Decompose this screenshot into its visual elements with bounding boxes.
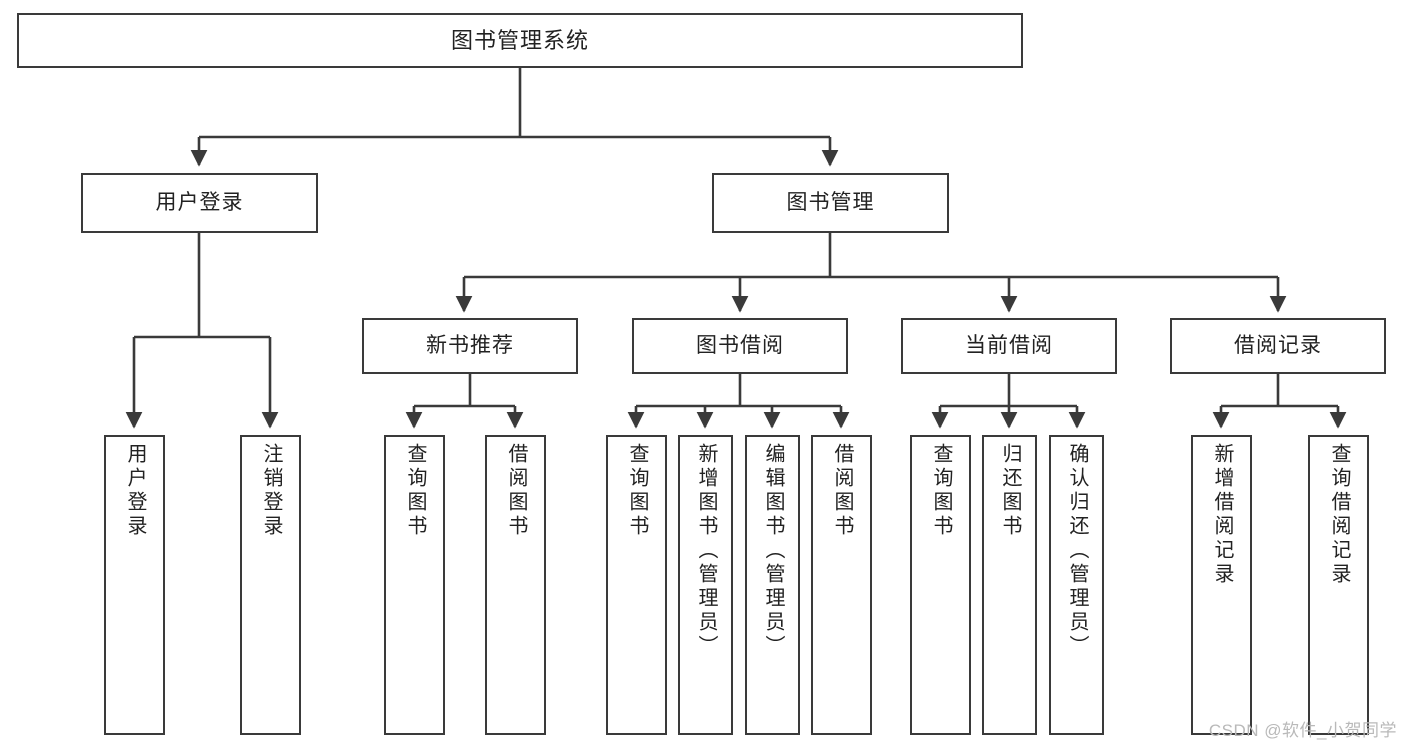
node-label: 当前借阅: [965, 333, 1053, 357]
node-label: 查询借阅记录: [1328, 443, 1350, 587]
node-label: 借阅记录: [1234, 333, 1322, 357]
node-current-borrowing[interactable]: 当前借阅: [901, 318, 1117, 374]
node-label: 借阅图书: [831, 443, 853, 539]
leaf-return-book[interactable]: 归还图书: [982, 435, 1037, 735]
node-label: 编辑图书（管理员）: [762, 443, 784, 659]
leaf-add-borrowing-record[interactable]: 新增借阅记录: [1191, 435, 1252, 735]
leaf-query-book-recommendation[interactable]: 查询图书: [384, 435, 445, 735]
node-root-book-management-system[interactable]: 图书管理系统: [17, 13, 1023, 68]
node-label: 新增图书（管理员）: [695, 443, 717, 659]
node-label: 查询图书: [404, 443, 426, 539]
node-label: 图书借阅: [696, 333, 784, 357]
csdn-watermark: CSDN @软件_小贺同学: [1208, 721, 1397, 740]
node-label: 查询图书: [626, 443, 648, 539]
leaf-add-book-admin[interactable]: 新增图书（管理员）: [678, 435, 733, 735]
leaf-borrow-book-recommendation[interactable]: 借阅图书: [485, 435, 546, 735]
leaf-user-login[interactable]: 用户登录: [104, 435, 165, 735]
leaf-edit-book-admin[interactable]: 编辑图书（管理员）: [745, 435, 800, 735]
node-label: 图书管理: [786, 190, 875, 214]
node-label: 用户登录: [155, 190, 244, 214]
node-label: 注销登录: [260, 443, 282, 539]
node-label: 新增借阅记录: [1211, 443, 1233, 587]
node-label: 用户登录: [124, 443, 146, 539]
node-user-login[interactable]: 用户登录: [81, 173, 318, 233]
node-borrowing-records[interactable]: 借阅记录: [1170, 318, 1386, 374]
node-label: 借阅图书: [505, 443, 527, 539]
node-label: 确认归还（管理员）: [1066, 443, 1088, 659]
leaf-borrow-book-borrowing[interactable]: 借阅图书: [811, 435, 872, 735]
node-label: 归还图书: [999, 443, 1021, 539]
node-new-book-recommendation[interactable]: 新书推荐: [362, 318, 578, 374]
node-label: 图书管理系统: [450, 27, 589, 53]
leaf-query-book-borrowing[interactable]: 查询图书: [606, 435, 667, 735]
leaf-query-book-current[interactable]: 查询图书: [910, 435, 971, 735]
node-book-borrowing[interactable]: 图书借阅: [632, 318, 848, 374]
node-label: 新书推荐: [426, 333, 514, 357]
leaf-confirm-return-admin[interactable]: 确认归还（管理员）: [1049, 435, 1104, 735]
node-book-management[interactable]: 图书管理: [712, 173, 949, 233]
node-label: 查询图书: [930, 443, 952, 539]
leaf-logout-login[interactable]: 注销登录: [240, 435, 301, 735]
leaf-query-borrowing-record[interactable]: 查询借阅记录: [1308, 435, 1369, 735]
